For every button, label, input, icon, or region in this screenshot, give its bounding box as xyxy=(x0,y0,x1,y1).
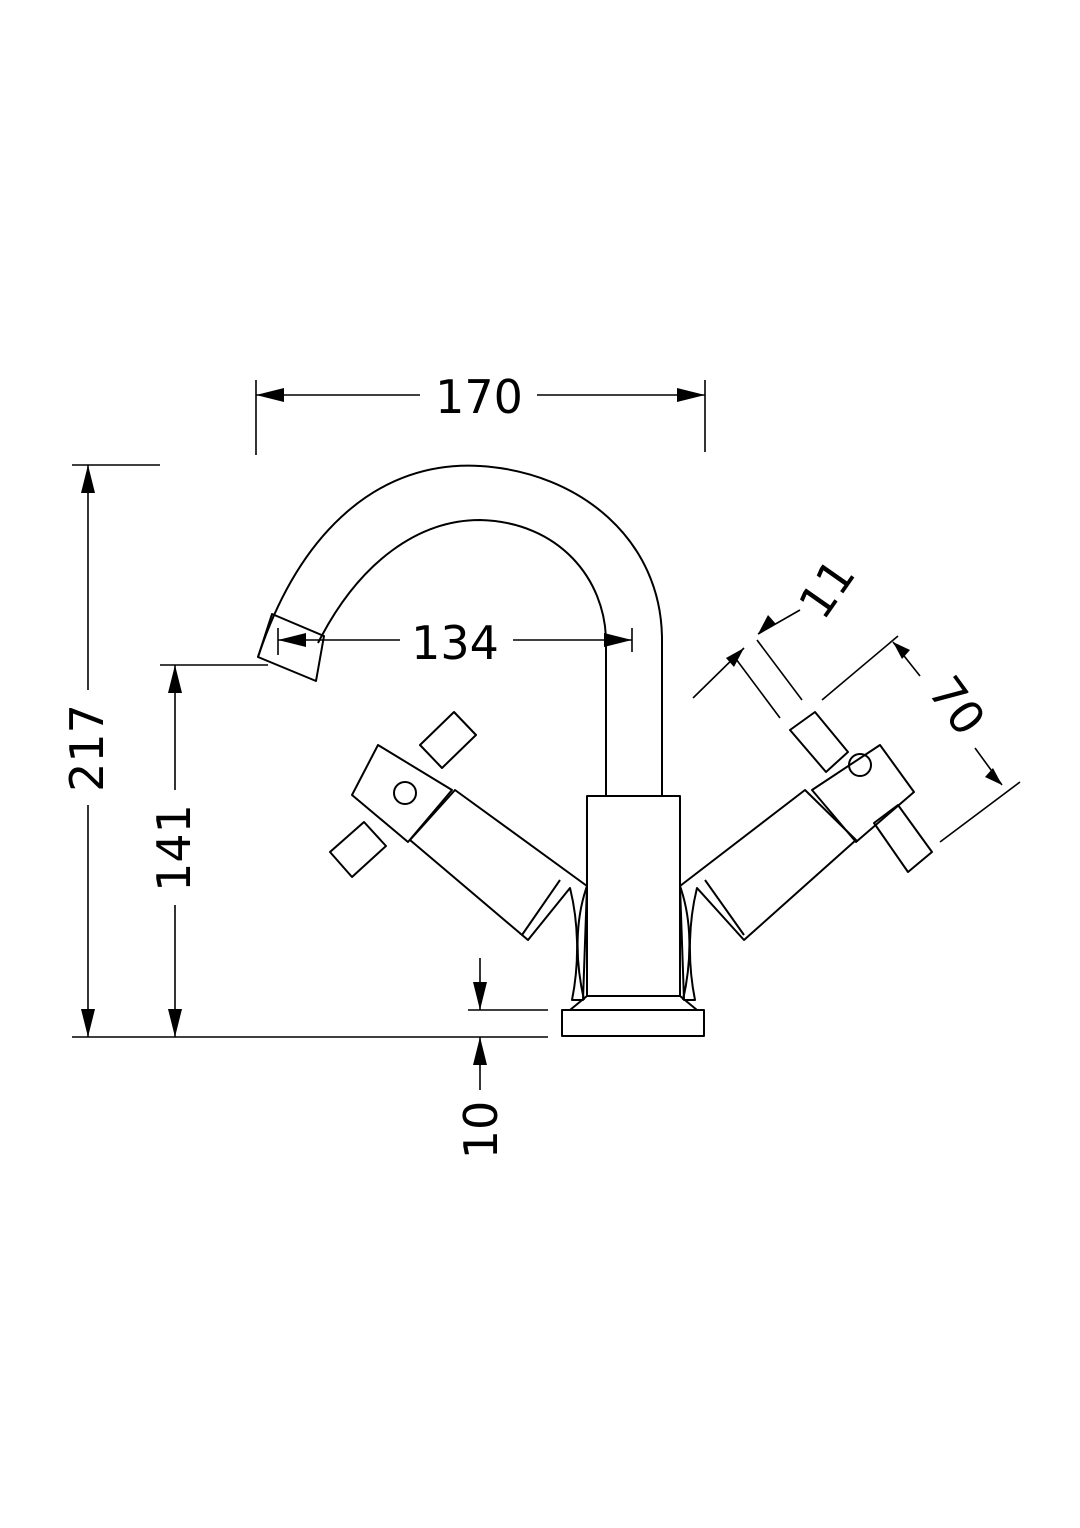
dimension-label-spout-height: 141 xyxy=(147,804,201,892)
dimension-overall-width: 170 xyxy=(255,370,706,455)
right-valve-band xyxy=(704,879,745,936)
left-lever-bottom xyxy=(329,821,387,878)
base-plate xyxy=(561,1009,705,1037)
left-valve-band xyxy=(521,879,561,936)
tap-outline xyxy=(257,464,933,1037)
dimension-label-overall-height: 217 xyxy=(60,704,114,792)
dimension-label-spout-reach: 134 xyxy=(411,616,499,670)
dimension-spout-height: 141 xyxy=(147,664,268,1037)
dimension-label-overall-width: 170 xyxy=(435,370,523,424)
spout-tip xyxy=(257,613,325,682)
dimension-handle-length: 70 xyxy=(821,635,1021,843)
dimension-overall-height: 217 xyxy=(60,464,548,1038)
dimension-label-handle-length: 70 xyxy=(918,666,996,745)
right-handle-hub xyxy=(811,744,915,843)
dimension-label-handle-width: 11 xyxy=(788,549,866,628)
spout-outer xyxy=(257,464,663,796)
right-handle-cap xyxy=(848,753,872,777)
body-flare xyxy=(569,995,698,1011)
left-handle-hub xyxy=(351,744,453,843)
dimension-label-base-thickness: 10 xyxy=(454,1101,508,1160)
right-lever-top xyxy=(789,711,849,773)
dimension-spout-reach: 134 xyxy=(277,616,633,670)
left-lever-top xyxy=(419,711,477,769)
left-handle-cap xyxy=(393,781,417,805)
right-lever-bottom xyxy=(873,804,933,873)
left-valve xyxy=(409,789,588,1001)
dimension-handle-width: 11 xyxy=(692,549,866,719)
left-curve xyxy=(576,885,588,1001)
spout-inner xyxy=(317,519,607,796)
dimension-base-thickness: 10 xyxy=(454,958,548,1159)
right-curve xyxy=(679,885,691,1001)
tap-body xyxy=(586,795,681,997)
right-valve xyxy=(679,789,857,1001)
